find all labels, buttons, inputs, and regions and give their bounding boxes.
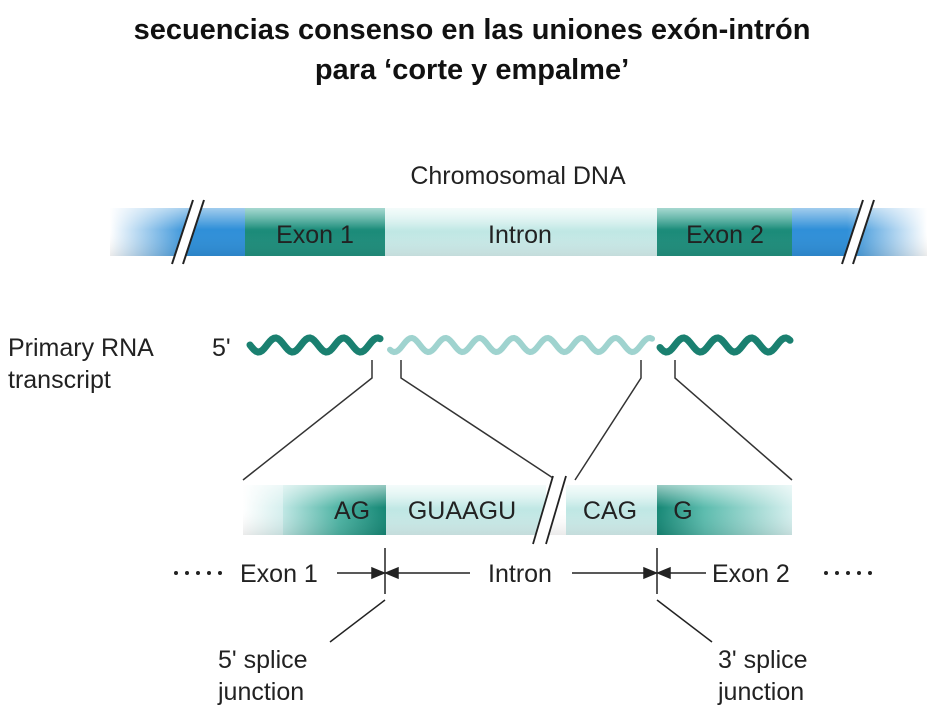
rna-intron-wave [387,334,655,356]
rna-exon-2-wave [656,334,794,356]
seq-exon-2-start: G [673,497,692,525]
dna-break-right [842,200,874,264]
connector-intron-end [574,360,642,481]
region-arrows [337,566,706,580]
rna-five-prime-label: 5' [212,334,231,362]
dna-shading [110,208,927,256]
dna-label: Chromosomal DNA [410,162,626,190]
seq-exon-1-end: AG [334,497,370,525]
region-intron-label: Intron [488,560,552,588]
three-prime-splice-line-2: junction [717,678,804,706]
seq-break [533,476,566,544]
seq-intron-start: GUAAGU [408,497,516,525]
callout-5-line [329,599,386,643]
seq-intron-end: CAG [583,497,637,525]
rna-label-line-1: Primary RNA [8,334,154,362]
region-dots-left [174,571,222,575]
connector-intron-start [400,360,557,481]
region-exon-1-label: Exon 1 [240,560,318,588]
dna-exon-1-label: Exon 1 [276,221,354,249]
dna-break-left [172,200,204,264]
callout-3-line [656,599,713,643]
rna-label-line-2: transcript [8,366,111,394]
five-prime-splice-line-1: 5' splice [218,646,308,674]
dna-exon-2-label: Exon 2 [686,221,764,249]
sequence-bar [243,475,792,545]
five-prime-splice-line-2: junction [217,678,304,706]
region-exon-2-label: Exon 2 [712,560,790,588]
dna-strand [110,199,927,265]
rna-exon-1-wave [246,334,384,356]
three-prime-splice-line-1: 3' splice [718,646,808,674]
zoom-connectors [242,360,793,481]
title-line-1: secuencias consenso en las uniones exón-… [133,14,811,46]
dna-intron-label: Intron [488,221,552,249]
title-line-2: para ‘corte y empalme’ [314,54,630,86]
connector-exon2-right [674,360,793,481]
region-dots-right [824,571,872,575]
connector-exon1-left [242,360,373,481]
